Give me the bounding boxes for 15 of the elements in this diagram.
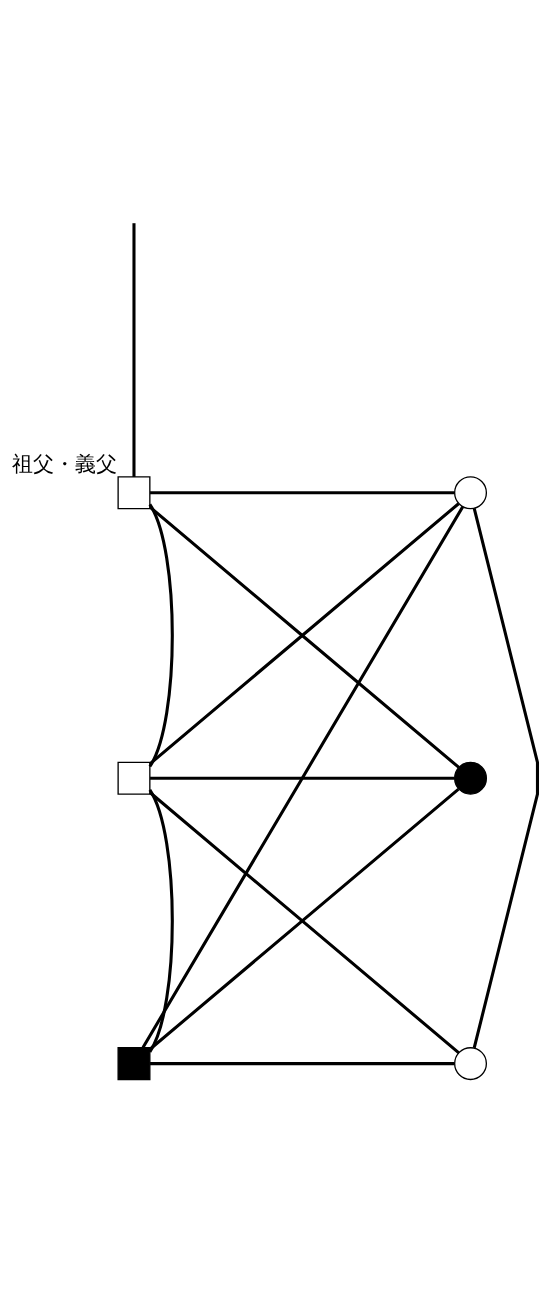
connector <box>148 503 174 768</box>
connector <box>141 506 465 1049</box>
node-circle <box>454 1047 488 1081</box>
connector <box>132 223 136 477</box>
connector <box>150 1062 455 1066</box>
node-label: 祖父・義父 <box>12 450 118 476</box>
node-square <box>117 476 151 510</box>
connector <box>150 491 455 495</box>
node-circle <box>454 761 488 795</box>
connector <box>150 776 455 780</box>
node-circle <box>454 476 488 510</box>
connector <box>148 789 174 1053</box>
connector <box>472 508 539 1049</box>
node-square <box>117 1047 151 1081</box>
node-square <box>117 761 151 795</box>
